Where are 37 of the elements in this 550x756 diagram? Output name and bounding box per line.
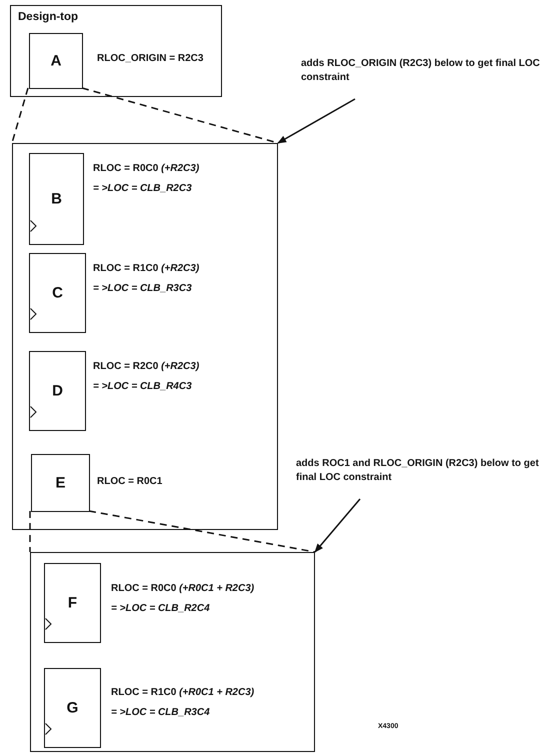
- callout-note: adds ROC1 and RLOC_ORIGIN (R2C3) below to get final LOC constraint: [296, 457, 548, 487]
- location-result-text: = >LOC = CLB_R3C3: [93, 283, 192, 294]
- group-frame: [12, 143, 278, 530]
- expansion-line: [29, 511, 31, 552]
- logic-block: [29, 153, 84, 245]
- logic-block: [29, 33, 83, 89]
- block-name: C: [51, 284, 64, 302]
- block-name: A: [50, 52, 62, 70]
- logic-block: [31, 454, 90, 512]
- logic-block: [29, 253, 86, 333]
- block-name: D: [51, 382, 64, 400]
- constraint-text: RLOC = R0C0 (+R0C1 + R2C3): [111, 583, 254, 594]
- group-title: Design-top: [18, 11, 78, 23]
- constraint-text: RLOC_ORIGIN = R2C3: [97, 53, 204, 64]
- block-name: F: [66, 594, 78, 612]
- logic-block: [29, 351, 86, 431]
- block-name: G: [66, 700, 80, 716]
- constraint-text: RLOC = R0C0 (+R2C3): [93, 163, 200, 174]
- block-name: E: [54, 474, 66, 492]
- group-frame: [10, 5, 222, 97]
- location-result-text: = >LOC = CLB_R4C3: [93, 381, 192, 392]
- expansion-line: [88, 510, 316, 553]
- location-result-text: = >LOC = CLB_R2C3: [93, 183, 192, 194]
- constraint-text: RLOC = R1C0 (+R2C3): [93, 263, 200, 274]
- arrow: [314, 498, 361, 553]
- callout-note: adds RLOC_ORIGIN (R2C3) below to get final LOC constraint: [301, 57, 541, 87]
- constraint-text: RLOC = R2C0 (+R2C3): [93, 361, 200, 372]
- location-result-text: = >LOC = CLB_R3C4: [111, 707, 210, 718]
- constraint-text: RLOC = R0C1: [97, 476, 162, 487]
- constraint-text: RLOC = R1C0 (+R0C1 + R2C3): [111, 687, 254, 698]
- expansion-line: [11, 88, 29, 144]
- location-result-text: = >LOC = CLB_R2C4: [111, 603, 210, 614]
- arrow: [277, 98, 356, 144]
- block-name: B: [50, 190, 63, 208]
- group-frame: [30, 552, 315, 752]
- logic-block: [44, 563, 101, 643]
- logic-block: [44, 668, 101, 748]
